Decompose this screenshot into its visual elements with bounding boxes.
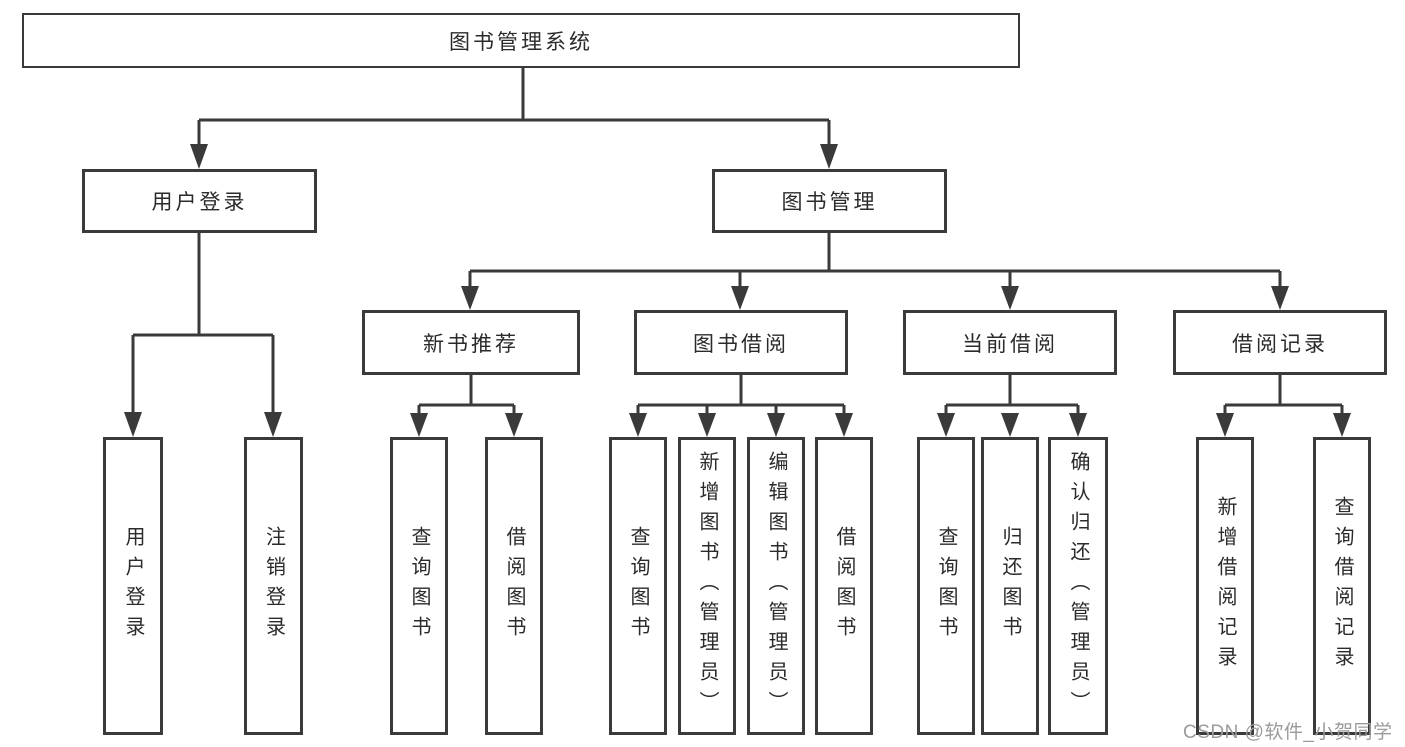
arrowhead-icon: [1001, 286, 1019, 310]
arrowhead-icon: [124, 412, 142, 437]
leaf-logout: 注销登录: [244, 437, 303, 735]
arrowhead-icon: [698, 413, 716, 437]
node-new-book-recommend: 新书推荐: [362, 310, 580, 375]
node-label: 当前借阅: [962, 332, 1058, 356]
arrowhead-icon: [190, 144, 208, 169]
arrowhead-icon: [1216, 413, 1234, 437]
connector-current-borrow-children: [937, 374, 1087, 437]
node-label: 归还图书: [999, 526, 1021, 646]
arrowhead-icon: [1271, 286, 1289, 310]
leaf-borrow-query-books: 查询图书: [609, 437, 667, 735]
leaf-current-confirm-return-admin: 确认归还（管理员）: [1048, 437, 1108, 735]
arrowhead-icon: [731, 286, 749, 310]
node-book-borrow: 图书借阅: [634, 310, 848, 375]
node-label: 图书管理系统: [449, 30, 593, 54]
node-label: 借阅图书: [503, 526, 525, 646]
leaf-borrow-add-books-admin: 新增图书（管理员）: [678, 437, 736, 735]
watermark-text: CSDN @软件_小贺同学: [1183, 722, 1393, 743]
leaf-user-login: 用户登录: [103, 437, 163, 735]
node-label: 新书推荐: [423, 332, 519, 356]
leaf-current-return-books: 归还图书: [981, 437, 1039, 735]
leaf-borrow-borrow-books: 借阅图书: [815, 437, 873, 735]
node-label: 查询借阅记录: [1331, 496, 1353, 676]
arrowhead-icon: [505, 413, 523, 437]
arrowhead-icon: [629, 413, 647, 437]
node-label: 新增图书（管理员）: [696, 451, 718, 721]
node-label: 借阅图书: [833, 526, 855, 646]
node-label: 查询图书: [627, 526, 649, 646]
arrowhead-icon: [1069, 413, 1087, 437]
leaf-recommend-query-books: 查询图书: [390, 437, 448, 735]
leaf-current-query-books: 查询图书: [917, 437, 975, 735]
node-label: 用户登录: [122, 526, 144, 646]
node-label: 注销登录: [262, 526, 285, 646]
leaf-records-add-record: 新增借阅记录: [1196, 437, 1254, 735]
arrowhead-icon: [264, 412, 282, 437]
node-label: 新增借阅记录: [1214, 496, 1236, 676]
node-label: 图书管理: [781, 191, 878, 214]
node-borrow-records: 借阅记录: [1173, 310, 1387, 375]
node-label: 图书借阅: [693, 332, 789, 356]
node-book-management: 图书管理: [712, 169, 947, 233]
node-root-system: 图书管理系统: [22, 13, 1020, 68]
node-current-borrow: 当前借阅: [903, 310, 1117, 375]
arrowhead-icon: [1333, 413, 1351, 437]
connector-new-book-recommend-children: [410, 374, 523, 437]
connector-borrow-records-children: [1216, 374, 1351, 437]
arrowhead-icon: [461, 286, 479, 310]
arrowhead-icon: [835, 413, 853, 437]
arrowhead-icon: [1001, 413, 1019, 437]
connector-book-borrow-children: [629, 374, 853, 437]
node-label: 确认归还（管理员）: [1067, 451, 1089, 721]
leaf-borrow-edit-books-admin: 编辑图书（管理员）: [747, 437, 805, 735]
connector-book-mgmt-children: [461, 231, 1289, 310]
node-label: 查询图书: [408, 526, 430, 646]
connector-root-to-level2: [190, 67, 838, 169]
connector-user-login-children: [124, 231, 282, 437]
arrowhead-icon: [937, 413, 955, 437]
node-label: 编辑图书（管理员）: [765, 451, 787, 721]
node-label: 借阅记录: [1232, 332, 1328, 356]
arrowhead-icon: [767, 413, 785, 437]
leaf-recommend-borrow-books: 借阅图书: [485, 437, 543, 735]
arrowhead-icon: [820, 144, 838, 169]
node-label: 查询图书: [935, 526, 957, 646]
node-user-login: 用户登录: [82, 169, 317, 233]
leaf-records-query-record: 查询借阅记录: [1313, 437, 1371, 735]
node-label: 用户登录: [151, 191, 248, 214]
arrowhead-icon: [410, 413, 428, 437]
